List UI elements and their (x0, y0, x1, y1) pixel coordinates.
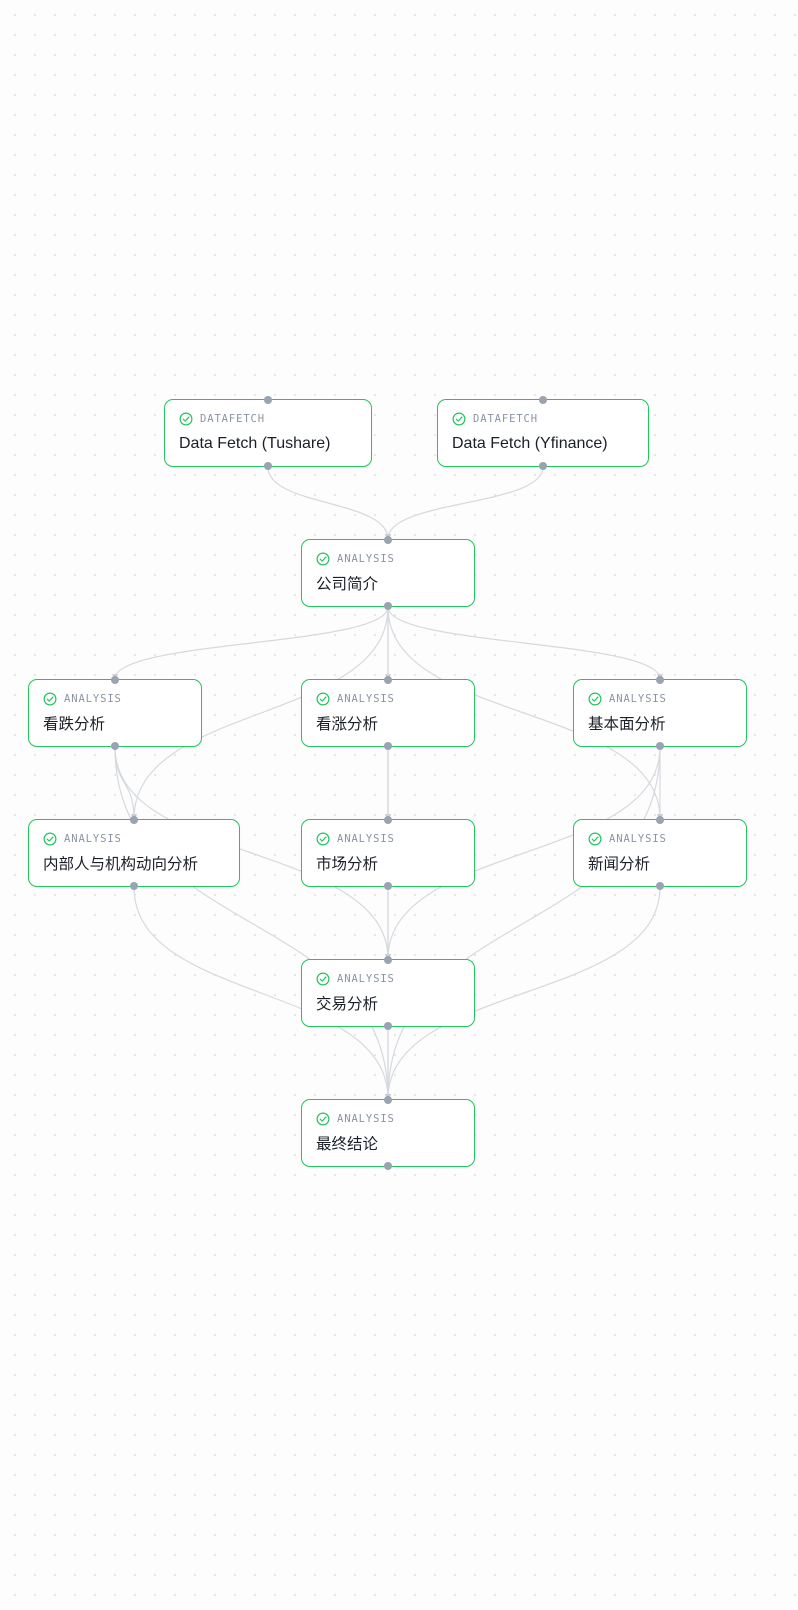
node-fetch_yfinance[interactable]: DATAFETCH Data Fetch (Yfinance) (437, 396, 649, 470)
node-handle-source[interactable] (384, 602, 392, 610)
node-handle-source[interactable] (130, 882, 138, 890)
node-title: 市场分析 (316, 855, 379, 873)
node-title: 公司简介 (316, 575, 379, 593)
node-handle-target[interactable] (384, 956, 392, 964)
node-header: ANALYSIS (316, 970, 460, 987)
node-title: 交易分析 (316, 995, 379, 1013)
node-header: ANALYSIS (43, 690, 187, 707)
node-header: ANALYSIS (588, 830, 732, 847)
node-handle-target[interactable] (384, 536, 392, 544)
node-title: 新闻分析 (588, 855, 651, 873)
check-circle-icon (179, 412, 193, 425)
node-type-label: ANALYSIS (337, 1112, 395, 1125)
check-circle-icon (316, 692, 330, 705)
node-header: ANALYSIS (316, 1110, 460, 1127)
node-type-label: ANALYSIS (64, 692, 122, 705)
node-fetch_tushare[interactable]: DATAFETCH Data Fetch (Tushare) (164, 396, 372, 470)
node-header: ANALYSIS (316, 830, 460, 847)
edge-bearish-to-conclusion[interactable] (114, 746, 391, 1101)
edge-company_intro-to-bearish[interactable] (112, 606, 389, 681)
node-handle-target[interactable] (130, 816, 138, 824)
node-header: ANALYSIS (316, 690, 460, 707)
node-insider[interactable]: ANALYSIS 内部人与机构动向分析 (28, 816, 240, 890)
node-title: 内部人与机构动向分析 (43, 855, 199, 873)
node-handle-source[interactable] (384, 1162, 392, 1170)
node-market[interactable]: ANALYSIS 市场分析 (301, 816, 475, 890)
node-header: ANALYSIS (316, 550, 460, 567)
node-header: ANALYSIS (588, 690, 732, 707)
node-handle-source[interactable] (384, 882, 392, 890)
check-circle-icon (43, 692, 57, 705)
node-handle-target[interactable] (384, 1096, 392, 1104)
edge-company_intro-to-fundamental[interactable] (387, 606, 663, 681)
node-title: 基本面分析 (588, 715, 666, 733)
node-type-label: ANALYSIS (609, 832, 667, 845)
node-handle-target[interactable] (384, 816, 392, 824)
node-bearish[interactable]: ANALYSIS 看跌分析 (28, 676, 202, 750)
node-bullish[interactable]: ANALYSIS 看涨分析 (301, 676, 475, 750)
node-handle-source[interactable] (264, 462, 272, 470)
node-title: 看跌分析 (43, 715, 106, 733)
node-title: 看涨分析 (316, 715, 379, 733)
node-handle-target[interactable] (656, 816, 664, 824)
node-type-label: ANALYSIS (337, 832, 395, 845)
check-circle-icon (316, 1112, 330, 1125)
edge-bearish-to-insider[interactable] (114, 746, 137, 821)
node-title: 最终结论 (316, 1135, 379, 1153)
node-handle-source[interactable] (111, 742, 119, 750)
check-circle-icon (588, 832, 602, 845)
node-type-label: ANALYSIS (609, 692, 667, 705)
node-type-label: ANALYSIS (337, 692, 395, 705)
node-title: Data Fetch (Tushare) (179, 435, 331, 452)
node-title: Data Fetch (Yfinance) (452, 435, 608, 452)
node-header: ANALYSIS (43, 830, 225, 847)
check-circle-icon (43, 832, 57, 845)
check-circle-icon (452, 412, 466, 425)
node-handle-source[interactable] (539, 462, 547, 470)
node-handle-target[interactable] (264, 396, 272, 404)
node-company_intro[interactable]: ANALYSIS 公司简介 (301, 536, 475, 610)
node-handle-source[interactable] (384, 1022, 392, 1030)
node-handle-target[interactable] (384, 676, 392, 684)
node-trading[interactable]: ANALYSIS 交易分析 (301, 956, 475, 1030)
node-conclusion[interactable]: ANALYSIS 最终结论 (301, 1096, 475, 1170)
check-circle-icon (316, 832, 330, 845)
node-handle-target[interactable] (656, 676, 664, 684)
node-type-label: DATAFETCH (200, 412, 265, 425)
node-handle-source[interactable] (384, 742, 392, 750)
node-handle-target[interactable] (539, 396, 547, 404)
node-handle-target[interactable] (111, 676, 119, 684)
edge-fetch_tushare-to-company_intro[interactable] (267, 466, 391, 541)
node-news[interactable]: ANALYSIS 新闻分析 (573, 816, 747, 890)
node-header: DATAFETCH (452, 410, 634, 427)
node-type-label: ANALYSIS (337, 972, 395, 985)
node-handle-source[interactable] (656, 742, 664, 750)
node-type-label: ANALYSIS (64, 832, 122, 845)
node-header: DATAFETCH (179, 410, 357, 427)
check-circle-icon (316, 972, 330, 985)
check-circle-icon (588, 692, 602, 705)
edge-fetch_yfinance-to-company_intro[interactable] (385, 466, 544, 541)
node-type-label: DATAFETCH (473, 412, 538, 425)
edge-fundamental-to-conclusion[interactable] (385, 746, 661, 1101)
check-circle-icon (316, 552, 330, 565)
node-handle-source[interactable] (656, 882, 664, 890)
node-fundamental[interactable]: ANALYSIS 基本面分析 (573, 676, 747, 750)
node-type-label: ANALYSIS (337, 552, 395, 565)
